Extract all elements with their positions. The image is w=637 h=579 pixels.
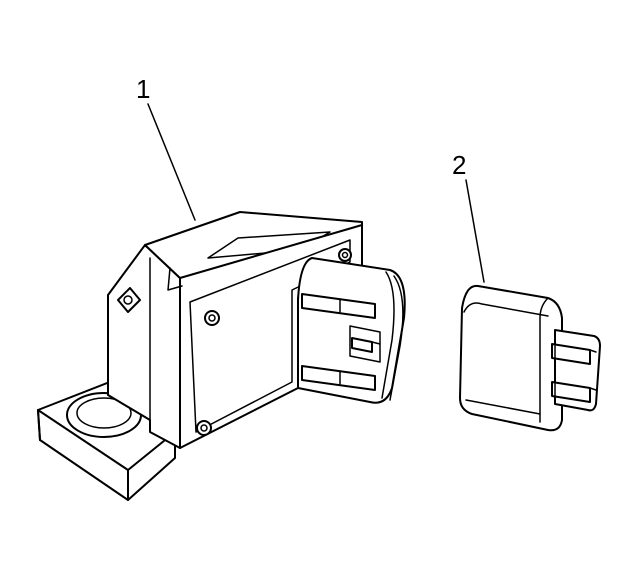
- callout-1: 1: [136, 74, 196, 221]
- callout-2-label: 2: [452, 150, 466, 180]
- callout-2: 2: [452, 150, 485, 283]
- callout-1-label: 1: [136, 74, 150, 104]
- sensor-assembly: 1: [37, 74, 406, 501]
- housing-screw-bottom-left: [196, 420, 212, 436]
- callout-2-leader: [465, 179, 485, 283]
- callout-1-leader: [147, 103, 196, 221]
- housing-screw-top-right: [338, 248, 352, 262]
- sensor-connector-shroud: [297, 257, 406, 404]
- housing-screw-top-left: [204, 310, 220, 326]
- harness-connector-terminal-block: [551, 329, 601, 412]
- harness-connector-body: [459, 284, 563, 432]
- harness-connector: 2: [452, 150, 601, 432]
